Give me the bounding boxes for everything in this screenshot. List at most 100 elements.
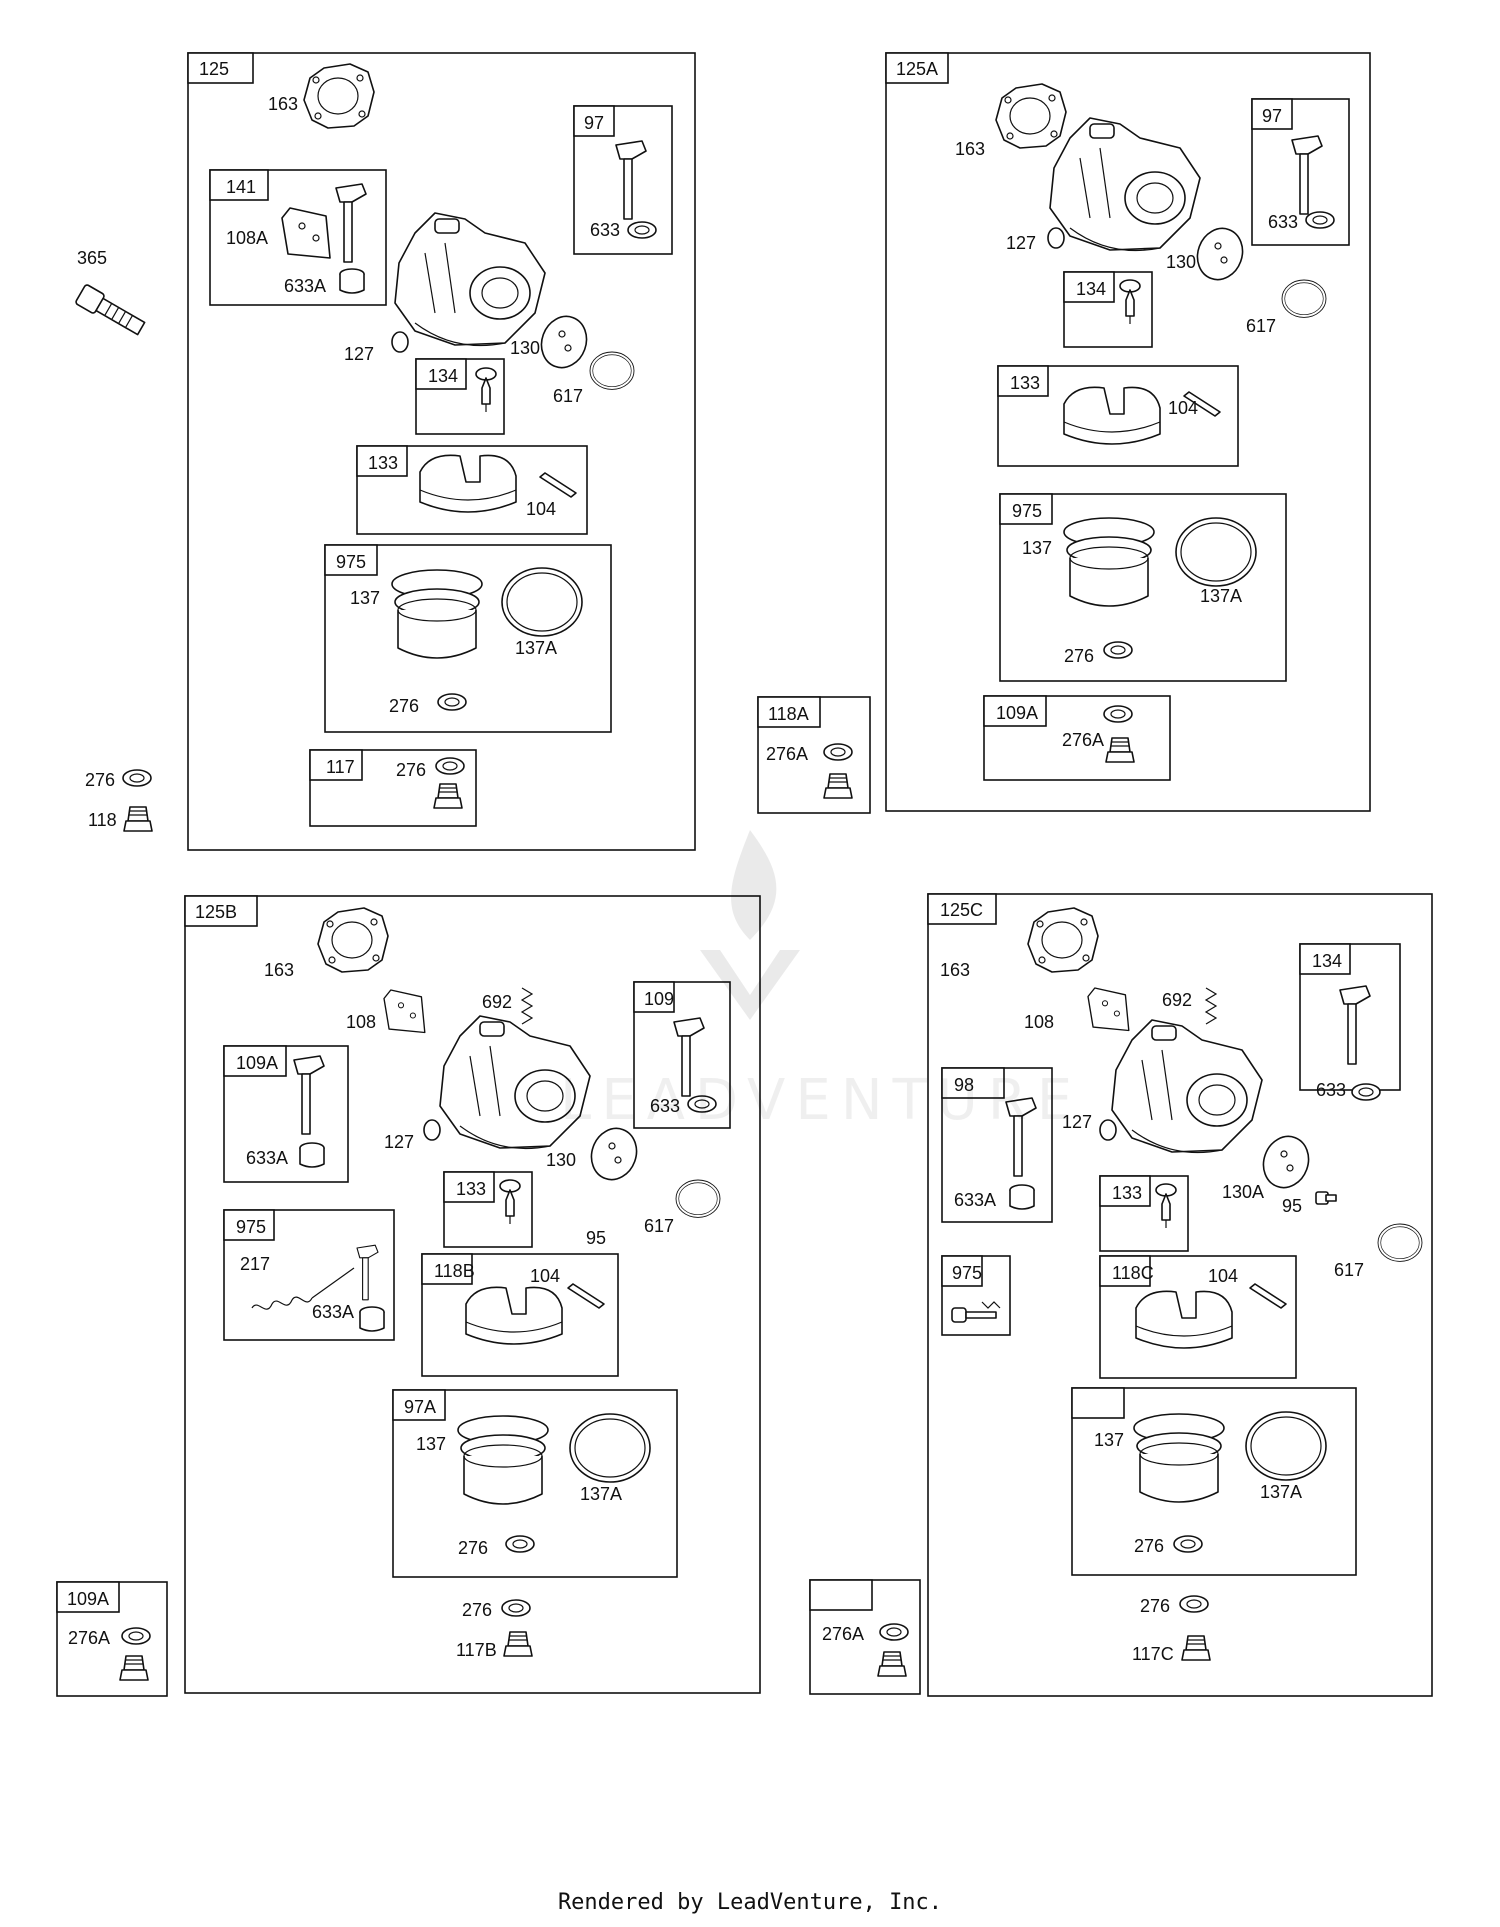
callout: 137A	[1260, 1482, 1302, 1502]
frame-125: 125 163 141 108A 633A 127 130 617 97 633…	[187, 52, 696, 851]
frame-118C: 276A	[809, 1579, 921, 1695]
callout: 95	[586, 1228, 606, 1248]
callout: 633A	[284, 276, 326, 296]
box-label: 118C	[1112, 1263, 1154, 1283]
callout: 633A	[312, 1302, 354, 1322]
footer-credit: Rendered by LeadVenture, Inc.	[557, 1890, 943, 1915]
box-label: 109A	[67, 1589, 109, 1609]
callout: 117B	[456, 1640, 497, 1660]
frame-125B: 125B 163 108 692 127 130 95 617 109 633 …	[184, 895, 761, 1694]
callout: 276A	[822, 1624, 864, 1644]
frame-118A: 118A 276A	[757, 696, 871, 814]
callout: 633	[1268, 212, 1298, 232]
callout: 633	[590, 220, 620, 240]
callout: 617	[553, 386, 583, 406]
callout: 633	[650, 1096, 680, 1116]
box-label: 975	[336, 552, 366, 572]
idle-screw	[951, 1301, 1001, 1323]
callout: 127	[1062, 1112, 1092, 1132]
callout: 130	[546, 1150, 576, 1170]
box-label: 97A	[404, 1397, 436, 1417]
callout: 276A	[1062, 730, 1104, 750]
box-label: 109A	[236, 1053, 278, 1073]
bolt	[75, 284, 146, 336]
watermark-text: LEADVENTURE	[560, 1068, 1083, 1133]
callout: 365	[77, 248, 107, 268]
callout: 104	[530, 1266, 560, 1286]
callout: 276	[396, 760, 426, 780]
box-label: 125	[199, 59, 229, 79]
loose-parts-left: 365 276 118	[75, 248, 153, 832]
callout: 137	[416, 1434, 446, 1454]
box-label: 133	[1010, 373, 1040, 393]
callout: 276	[458, 1538, 488, 1558]
callout: 276	[389, 696, 419, 716]
box-label: 133	[368, 453, 398, 473]
callout: 217	[240, 1254, 270, 1274]
box-label: 97	[584, 113, 604, 133]
frame-125C: 125C 163 108 692 127 130A 95 617 134 633…	[927, 893, 1433, 1697]
callout: 633A	[954, 1190, 996, 1210]
box-label: 125C	[940, 900, 983, 920]
callout: 633	[1316, 1080, 1346, 1100]
callout: 163	[268, 94, 298, 114]
callout: 130A	[1222, 1182, 1264, 1202]
callout: 127	[344, 344, 374, 364]
callout: 137	[1022, 538, 1052, 558]
callout: 108A	[226, 228, 268, 248]
box-label: 141	[226, 177, 256, 197]
callout: 127	[384, 1132, 414, 1152]
callout: 163	[955, 139, 985, 159]
box-label: 109	[644, 989, 674, 1009]
box-label: 975	[1012, 501, 1042, 521]
callout: 104	[1208, 1266, 1238, 1286]
flame-v-icon	[700, 830, 800, 1020]
callout: 617	[644, 1216, 674, 1236]
callout: 137	[350, 588, 380, 608]
box-label: 117	[326, 757, 355, 777]
box-label: 97	[1262, 106, 1282, 126]
callout: 95	[1282, 1196, 1302, 1216]
callout: 127	[1006, 233, 1036, 253]
callout: 137A	[580, 1484, 622, 1504]
callout: 692	[482, 992, 512, 1012]
callout: 104	[526, 499, 556, 519]
watermark-logo	[690, 830, 810, 1025]
callout: 276	[1134, 1536, 1164, 1556]
callout: 104	[1168, 398, 1198, 418]
callout: 276	[462, 1600, 492, 1620]
box-label: 134	[1076, 279, 1106, 299]
callout: 137A	[1200, 586, 1242, 606]
callout: 137A	[515, 638, 557, 658]
callout: 692	[1162, 990, 1192, 1010]
callout: 617	[1246, 316, 1276, 336]
box-label: 125B	[195, 902, 237, 922]
box-label: 975	[952, 1263, 982, 1283]
callout: 276A	[766, 744, 808, 764]
callout: 108	[1024, 1012, 1054, 1032]
box-label: 133	[456, 1179, 486, 1199]
callout: 276	[1064, 646, 1094, 666]
callout: 130	[510, 338, 540, 358]
box-label: 109A	[996, 703, 1038, 723]
box-label: 134	[428, 366, 458, 386]
screw-95	[1315, 1191, 1337, 1205]
box-label: 134	[1312, 951, 1342, 971]
box-label: 98	[954, 1075, 974, 1095]
box-label: 125A	[896, 59, 938, 79]
callout: 117C	[1132, 1644, 1174, 1664]
callout: 137	[1094, 1430, 1124, 1450]
frame-118B: 109A 276A	[56, 1581, 168, 1697]
callout: 163	[940, 960, 970, 980]
callout: 617	[1334, 1260, 1364, 1280]
callout: 633A	[246, 1148, 288, 1168]
box-label: 975	[236, 1217, 266, 1237]
callout: 108	[346, 1012, 376, 1032]
box-label: 118B	[434, 1261, 475, 1281]
callout: 276	[1140, 1596, 1170, 1616]
box-label: 133	[1112, 1183, 1142, 1203]
callout: 276	[85, 770, 115, 790]
frame-125A: 125A 163 127 130 617 97 633 134 133 104 …	[885, 52, 1371, 812]
governor-spring	[251, 1267, 355, 1310]
